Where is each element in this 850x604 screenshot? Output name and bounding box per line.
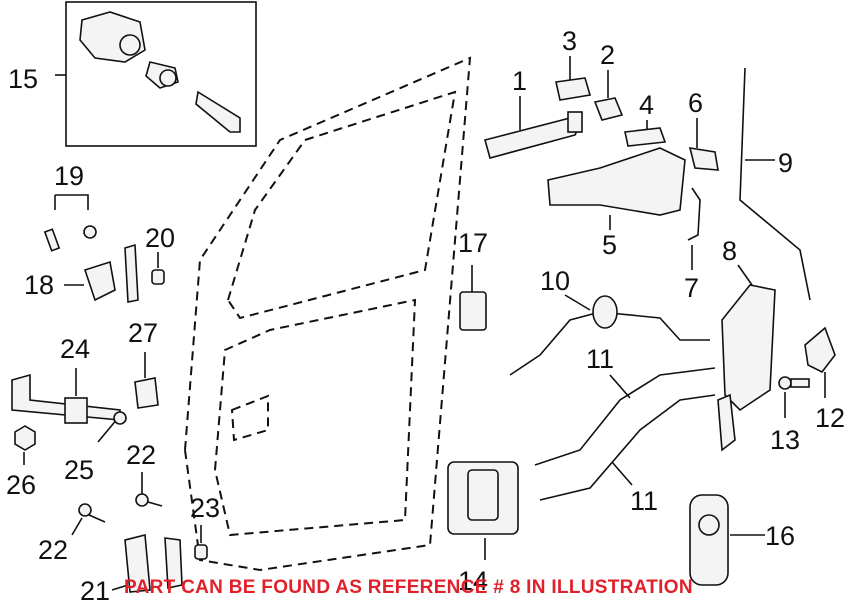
part-6-clip	[688, 118, 719, 171]
callout-20: 20	[145, 223, 175, 253]
callout-11-lower: 11	[630, 486, 658, 516]
callout-22-lower: 22	[38, 535, 68, 565]
callout-21: 21	[80, 576, 110, 604]
part-17-pad	[459, 265, 487, 331]
callout-22-upper: 22	[126, 440, 156, 470]
part-10-cable	[509, 294, 710, 376]
part-20-bushing	[151, 252, 165, 285]
callout-1: 1	[512, 66, 527, 96]
callout-8: 8	[722, 236, 737, 266]
callout-18: 18	[24, 270, 54, 300]
door-outline	[183, 56, 472, 572]
callout-13: 13	[770, 425, 800, 455]
part-11-cables	[534, 367, 716, 501]
callout-6: 6	[688, 88, 703, 118]
part-22-bolt-upper	[135, 472, 163, 507]
callout-27: 27	[128, 318, 158, 348]
part-12-striker	[804, 326, 836, 398]
callout-14: 14	[458, 566, 488, 596]
callout-7: 7	[684, 273, 699, 303]
part-26-nut	[14, 425, 36, 465]
part-5-carrier	[547, 147, 686, 230]
part-1-outside-handle	[484, 96, 583, 159]
callout-4: 4	[639, 90, 654, 120]
part-13-bolt	[778, 376, 810, 418]
part-19-bolts	[43, 194, 97, 252]
part-7-link	[687, 187, 701, 270]
callout-10: 10	[540, 266, 570, 296]
part-24-check	[11, 368, 121, 424]
callout-23: 23	[190, 493, 220, 523]
callout-15: 15	[8, 64, 38, 94]
callout-19: 19	[54, 161, 84, 191]
part-22-bolt-lower	[71, 503, 106, 536]
part-14-inside-handle	[447, 461, 519, 560]
callout-11-upper: 11	[586, 344, 614, 374]
callout-25: 25	[64, 455, 94, 485]
inset-box	[65, 1, 257, 147]
part-27-bracket	[134, 352, 159, 409]
callout-12: 12	[815, 403, 845, 433]
part-25-bolt	[97, 411, 127, 443]
callout-5: 5	[602, 230, 617, 260]
callout-2: 2	[600, 40, 615, 70]
part-18-hinge	[64, 243, 139, 303]
callout-24: 24	[60, 334, 90, 364]
callout-9: 9	[778, 148, 793, 178]
callout-16: 16	[765, 521, 795, 551]
part-2-cylinder	[593, 70, 624, 121]
part-3-cover	[555, 56, 592, 101]
part-23-bushing	[194, 525, 208, 560]
part-16-key	[689, 494, 765, 586]
callout-3: 3	[562, 26, 577, 56]
part-8-latch	[717, 264, 776, 452]
callout-26: 26	[6, 470, 36, 500]
part-21-hinge	[111, 533, 183, 593]
part-15-lock-set	[79, 11, 241, 133]
part-4-cap	[624, 120, 667, 147]
callout-17: 17	[458, 228, 488, 258]
part-9-rod	[739, 67, 811, 301]
reference-notice: PART CAN BE FOUND AS REFERENCE # 8 IN IL…	[124, 577, 693, 598]
